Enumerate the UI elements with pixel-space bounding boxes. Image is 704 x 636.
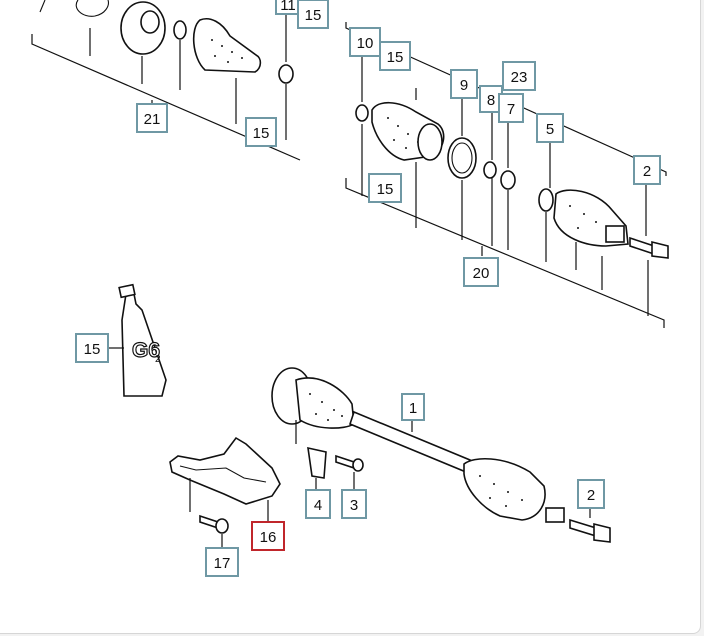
cv-joint-dots: [569, 205, 597, 229]
callout-15-b[interactable]: 15: [379, 41, 411, 71]
bolt-3-part: [335, 454, 355, 470]
right-leaders: [361, 56, 649, 316]
callout-17-text: 17: [214, 555, 231, 572]
callout-15-left[interactable]: 15: [245, 117, 277, 147]
inner-boot-dots: [309, 393, 343, 421]
callout-15-tube[interactable]: 15: [75, 333, 109, 363]
heat-shield-part: [169, 436, 281, 505]
callout-1-text: 1: [409, 400, 417, 417]
clamp-band-inner: [451, 142, 473, 174]
top-left-leaders: [89, 14, 287, 140]
callout-15-mid[interactable]: 15: [368, 173, 402, 203]
callout-11-text: 11: [280, 0, 296, 14]
callout-15-top-text: 15: [305, 7, 322, 24]
bolt-shank-bottom: [569, 518, 597, 538]
callout-23[interactable]: 23: [502, 61, 536, 91]
callout-2-top-text: 2: [643, 163, 651, 180]
callout-20-text: 20: [473, 265, 490, 282]
top-left-base-line: [31, 34, 301, 161]
tube-body: [121, 293, 167, 397]
callout-7-text: 7: [507, 101, 515, 118]
heat-shield-fold: [179, 465, 267, 483]
callout-15-left-text: 15: [253, 125, 270, 142]
callout-20[interactable]: 20: [463, 257, 499, 287]
callout-4-text: 4: [314, 497, 322, 514]
callout-2-bottom-text: 2: [587, 487, 595, 504]
callout-10[interactable]: 10: [349, 27, 381, 57]
grease-tube: G6 2: [108, 283, 167, 397]
heat-shield-leaders: [189, 478, 269, 548]
bolt-head-top: [651, 240, 669, 259]
tube-cap: [118, 283, 136, 299]
bracket-4-part: [307, 446, 327, 479]
callout-4[interactable]: 4: [305, 489, 331, 519]
callout-1[interactable]: 1: [401, 393, 425, 421]
inner-boot: [295, 377, 355, 429]
flange-hub: [140, 10, 160, 34]
callout-9-text: 9: [460, 77, 468, 94]
heat-shield-assembly: [169, 436, 281, 548]
callout-2-bottom[interactable]: 2: [577, 479, 605, 509]
clamp-part: [278, 64, 294, 84]
callout-16[interactable]: 16: [251, 521, 285, 551]
top-left-assembly: [31, 0, 301, 161]
callout-2-top[interactable]: 2: [633, 155, 661, 185]
bolt-shank-top: [629, 236, 655, 256]
callout-15-b-text: 15: [387, 49, 404, 66]
callout-9[interactable]: 9: [450, 69, 478, 99]
driveshaft-leaders: [295, 418, 591, 518]
driveshaft-assembly: [271, 367, 611, 543]
callout-8-text: 8: [487, 92, 495, 109]
boot-dots: [211, 39, 243, 63]
callout-15-top[interactable]: 15: [297, 0, 329, 29]
boot-large-end: [417, 123, 443, 161]
callout-21[interactable]: 21: [136, 103, 168, 133]
callout-21-text: 21: [144, 111, 161, 128]
callout-3-text: 3: [350, 497, 358, 514]
bolt-17-head: [215, 518, 229, 534]
circlip-5-part: [538, 188, 554, 212]
tube-label-text: G6: [132, 339, 160, 362]
small-clamp-part: [355, 104, 369, 122]
callout-7[interactable]: 7: [498, 93, 524, 123]
callout-11[interactable]: 11: [275, 0, 301, 15]
boot-right-dots: [387, 117, 419, 149]
tube-label-subscript: 2: [155, 354, 161, 365]
right-assembly: [345, 22, 669, 328]
ring-7-part: [500, 170, 516, 190]
callout-17[interactable]: 17: [205, 547, 239, 577]
callout-15-mid-text: 15: [377, 181, 394, 198]
circlip-part: [173, 20, 187, 40]
right-lower-base-line: [345, 178, 665, 328]
outer-boot: [463, 457, 546, 521]
boot-part: [192, 18, 262, 73]
ring-8-part: [483, 161, 497, 179]
callout-10-text: 10: [357, 35, 374, 52]
bolt-3-head: [352, 458, 364, 472]
outer-boot-dots: [479, 475, 523, 507]
callout-5-text: 5: [546, 121, 554, 138]
cv-spline-part: [605, 225, 625, 243]
callout-3[interactable]: 3: [341, 489, 367, 519]
callout-23-text: 23: [511, 69, 528, 86]
cropped-part-outline: [39, 0, 109, 17]
callout-15-tube-text: 15: [84, 341, 101, 358]
bolt-head-bottom: [593, 522, 611, 543]
callout-5[interactable]: 5: [536, 113, 564, 143]
callout-16-text: 16: [260, 529, 277, 546]
outer-spline: [545, 507, 565, 523]
